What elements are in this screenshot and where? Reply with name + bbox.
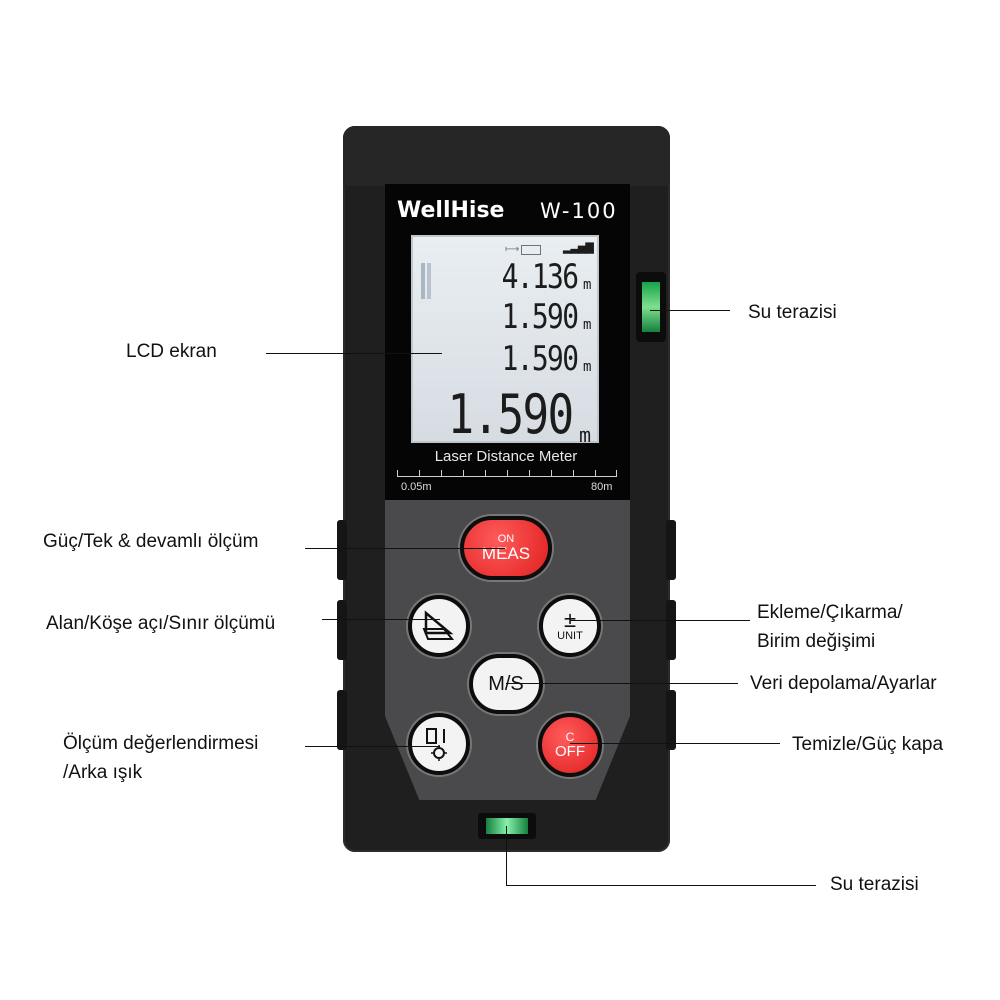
side-grip <box>666 690 676 750</box>
device-caption: Laser Distance Meter <box>434 448 578 465</box>
callout-line <box>570 743 780 744</box>
callout-line <box>570 620 750 621</box>
callout-line <box>305 548 505 549</box>
callout-line <box>322 619 440 620</box>
lcd-unit: m <box>583 359 592 375</box>
callout-line <box>506 683 738 684</box>
meas-button-top-label: ON <box>497 533 515 545</box>
clear-off-button[interactable]: C OFF <box>538 713 602 777</box>
label-bottom-level: Su terazisi <box>830 874 919 895</box>
lcd-unit: m <box>583 317 592 333</box>
callout-line <box>266 353 442 354</box>
lcd-distance-indicator <box>427 263 431 299</box>
lcd-screen: ⟼ ▂▃▅▇ 4.136 1.590 1.590 1.590 m m m m <box>411 235 599 447</box>
callout-line <box>506 885 816 886</box>
callout-line <box>305 746 440 747</box>
range-min: 0.05m <box>401 481 432 493</box>
ms-button-label: M/S <box>488 672 524 695</box>
bubble-vial <box>642 282 660 332</box>
unit-button[interactable]: ± UNIT <box>539 595 601 657</box>
backlight-icon <box>426 728 447 761</box>
lcd-row-3: 1.590 <box>501 339 578 379</box>
lcd-distance-indicator <box>421 263 425 299</box>
evaluation-backlight-button[interactable] <box>408 713 470 775</box>
label-area: Alan/Köşe açı/Sınır ölçümü <box>46 613 276 634</box>
lcd-row-2: 1.590 <box>501 297 578 337</box>
callout-line <box>650 310 730 311</box>
signal-icon: ▂▃▅▇ <box>563 242 594 254</box>
brand-logo: WellHise <box>397 198 505 223</box>
device-top-cap <box>343 126 670 186</box>
plus-minus-icon: ± <box>563 607 577 632</box>
label-eval-line2: /Arka ışık <box>63 762 143 783</box>
label-unit-line2: Birim değişimi <box>757 631 876 652</box>
lcd-unit: m <box>583 277 592 293</box>
label-side-level: Su terazisi <box>748 302 837 323</box>
range-max: 80m <box>591 481 613 493</box>
area-measure-button[interactable] <box>408 595 470 657</box>
off-label: OFF <box>555 742 585 760</box>
side-grip <box>666 520 676 580</box>
lcd-main-value: 1.590 <box>447 383 575 446</box>
label-eval-line1: Ölçüm değerlendirmesi <box>63 733 259 754</box>
clear-label: C <box>565 729 575 744</box>
label-lcd: LCD ekran <box>126 341 217 362</box>
label-unit-line1: Ekleme/Çıkarma/ <box>757 602 903 623</box>
side-grip <box>666 600 676 660</box>
range-scale <box>397 468 617 477</box>
meas-button-label: MEAS <box>481 544 531 563</box>
side-grip <box>337 520 347 580</box>
laser-icon: ⟼ <box>505 244 520 255</box>
side-grip <box>337 600 347 660</box>
label-ms: Veri depolama/Ayarlar <box>750 673 937 694</box>
lcd-unit: m <box>579 423 592 447</box>
meas-button[interactable]: ON MEAS <box>460 516 552 580</box>
bubble-vial <box>486 818 528 834</box>
label-off: Temizle/Güç kapa <box>792 734 944 755</box>
memory-settings-button[interactable]: M/S <box>469 654 543 714</box>
area-angle-icon <box>422 610 455 640</box>
unit-button-label: UNIT <box>557 630 583 642</box>
model-name: W-100 <box>540 199 618 223</box>
battery-icon <box>521 245 541 255</box>
side-grip <box>337 690 347 750</box>
callout-line <box>506 826 507 885</box>
label-meas: Güç/Tek & devamlı ölçüm <box>43 531 259 552</box>
lcd-row-1: 4.136 <box>501 257 578 297</box>
